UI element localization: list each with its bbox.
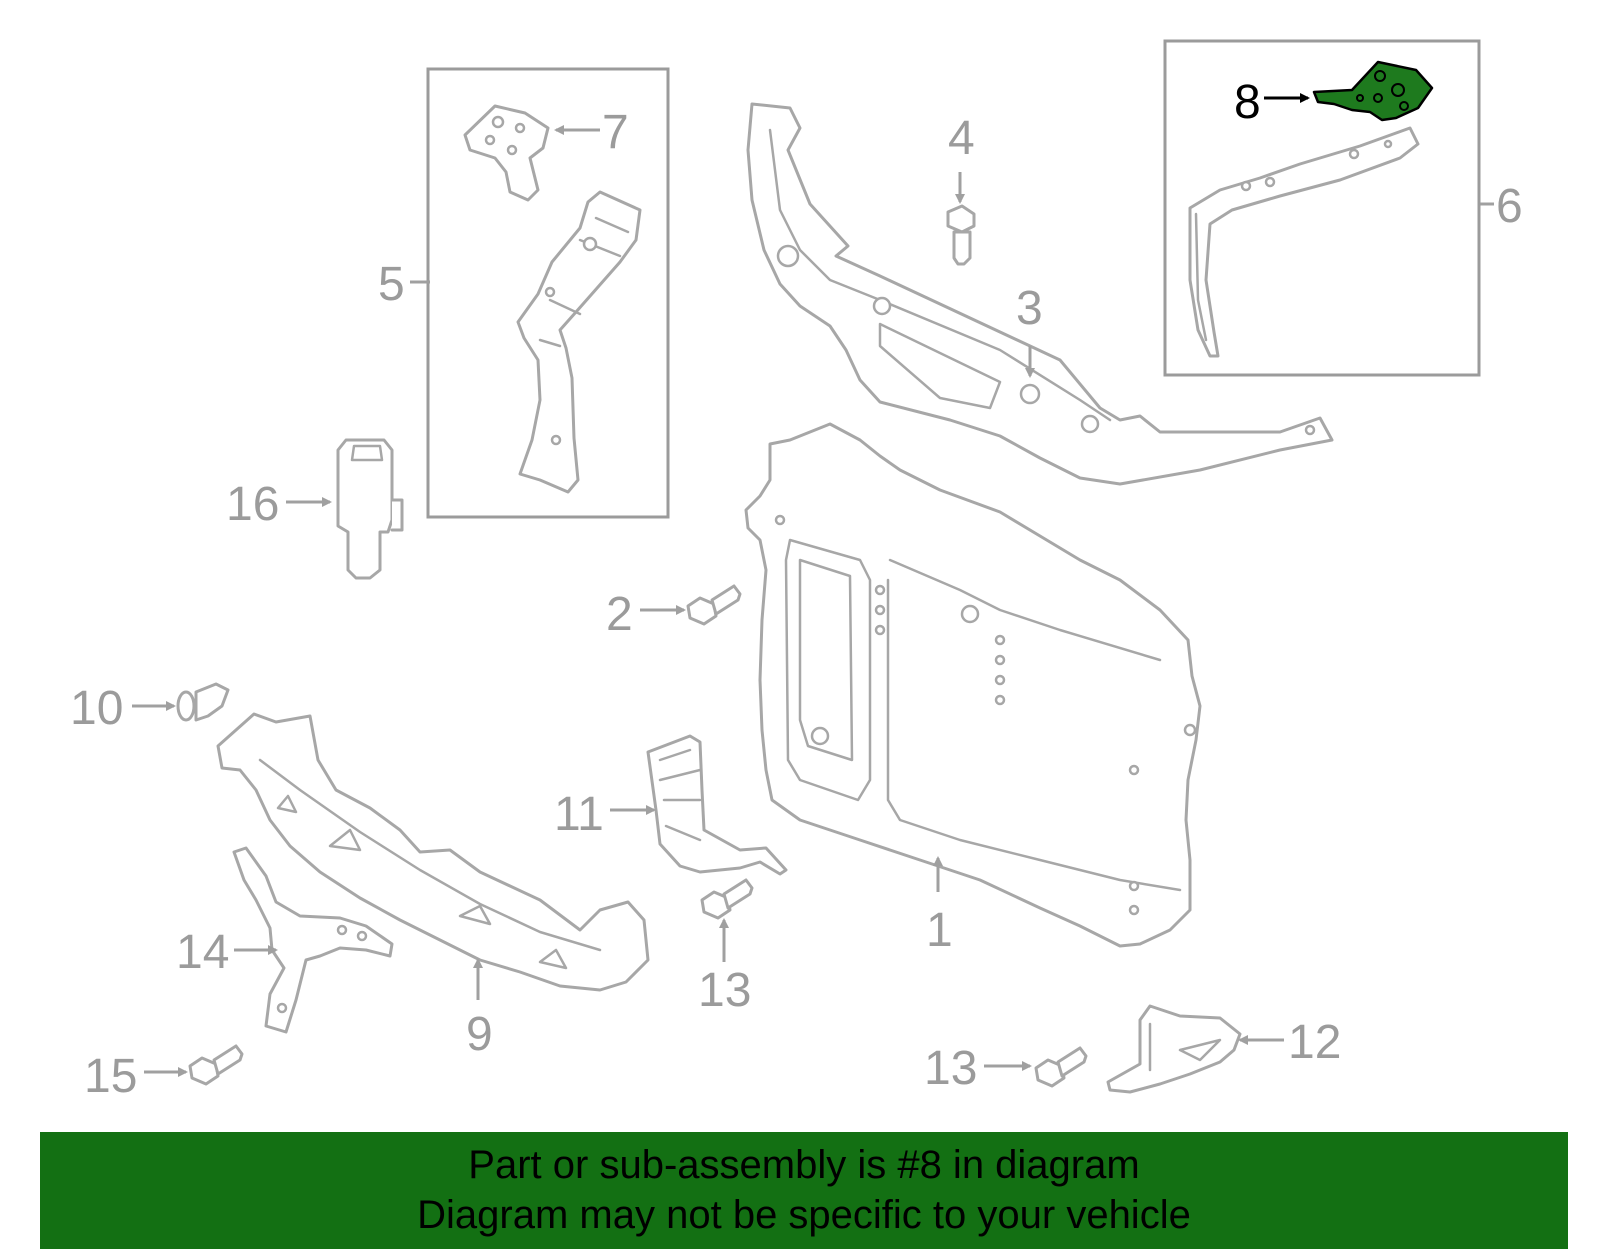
callout-5: 5	[378, 258, 405, 311]
parts-diagram: 7 5 4 3 6 8 16 2 10 11 1 13 9 14 15 13 1…	[70, 39, 1523, 1103]
callout-4: 4	[948, 112, 975, 165]
callout-2: 2	[606, 588, 633, 641]
part-13-bolt-upper	[700, 878, 754, 920]
callout-13-lower: 13	[924, 1042, 977, 1095]
banner-line-1: Part or sub-assembly is #8 in diagram	[468, 1143, 1140, 1187]
callout-10: 10	[70, 682, 123, 735]
callout-14: 14	[176, 926, 229, 979]
part-6-reinforcement	[1188, 126, 1420, 358]
banner-line-2: Diagram may not be specific to your vehi…	[417, 1193, 1191, 1237]
part-1-radiator-support	[744, 422, 1202, 948]
group-box-5	[426, 67, 670, 519]
callout-13-upper: 13	[698, 964, 751, 1017]
callout-12: 12	[1288, 1016, 1341, 1069]
callout-9: 9	[466, 1008, 493, 1061]
callout-16: 16	[226, 478, 279, 531]
part-2-bolt	[686, 584, 742, 626]
part-7-bracket	[463, 104, 550, 202]
callout-1: 1	[926, 904, 953, 957]
callout-3: 3	[1016, 282, 1043, 335]
part-15-bolt	[188, 1044, 244, 1086]
callout-6: 6	[1496, 180, 1523, 233]
part-4-bolt	[946, 204, 976, 266]
part-16-sensor	[336, 438, 404, 580]
part-9-bar	[216, 712, 650, 992]
part-8-bracket-highlighted	[1312, 60, 1434, 122]
group-box-6	[1163, 39, 1481, 377]
part-10-clip	[176, 682, 230, 722]
callout-8: 8	[1234, 76, 1261, 129]
callout-15: 15	[84, 1050, 137, 1103]
part-3-upper-bar	[746, 102, 1334, 486]
part-13-bolt-lower	[1034, 1046, 1088, 1088]
callout-11: 11	[554, 788, 604, 841]
info-banner: Part or sub-assembly is #8 in diagram Di…	[40, 1132, 1568, 1249]
callout-7: 7	[602, 106, 629, 159]
part-12-air-guide	[1106, 1004, 1242, 1094]
part-14-bracket	[232, 846, 394, 1034]
part-11-air-guide	[646, 734, 788, 876]
part-5-member	[516, 190, 642, 494]
